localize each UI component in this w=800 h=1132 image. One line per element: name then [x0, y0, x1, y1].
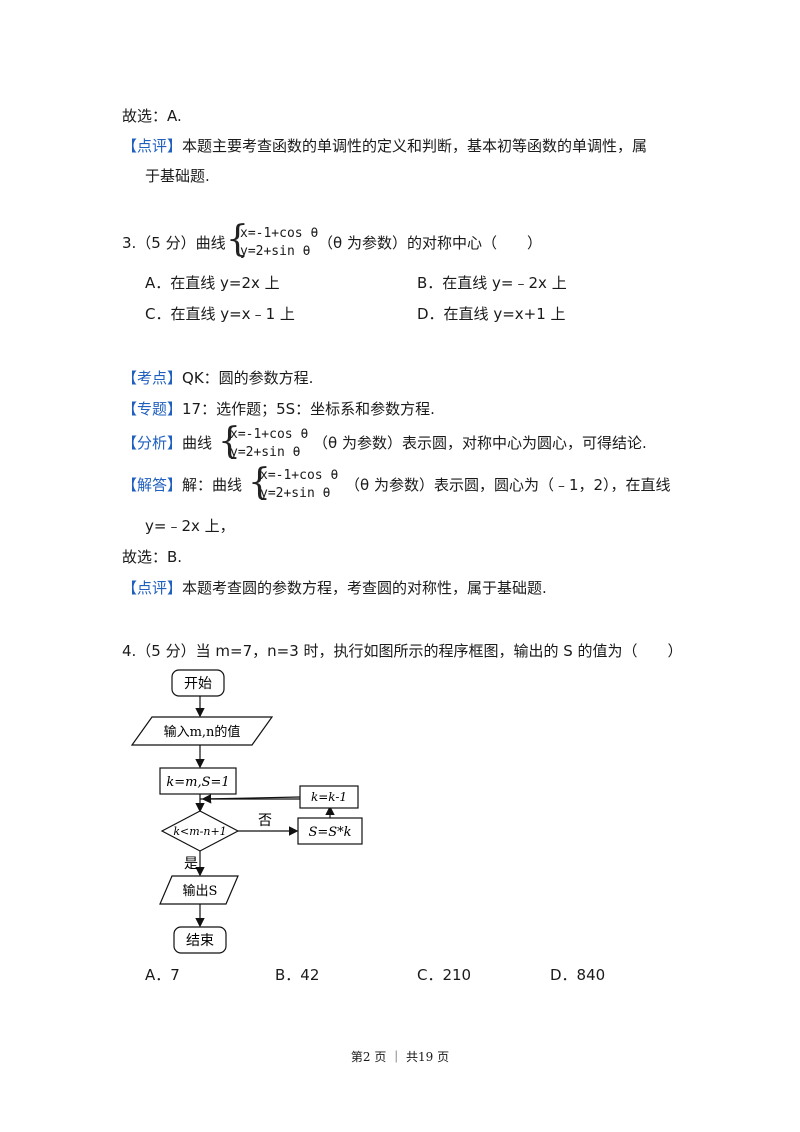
comment-tag: 【点评】 — [122, 579, 183, 597]
comment-tag: 【点评】 — [122, 137, 183, 155]
q3-option-d: D．在直线 y=x+1 上 — [417, 305, 566, 323]
q3-jieda: 【解答】解：曲线 — [122, 474, 242, 495]
equation-x: x=-1+cos θ — [230, 427, 309, 442]
q3-answer: 故选：B. — [122, 548, 183, 566]
flow-input-label: 输入m,n的值 — [164, 724, 241, 740]
kaodian-tag: 【考点】 — [122, 369, 183, 387]
flow-output-label: 输出S — [183, 883, 218, 899]
q2-answer: 故选：A. — [122, 107, 182, 125]
q4-option-b: B．42 — [275, 966, 320, 984]
flow-start-box — [171, 669, 225, 697]
jieda-tag: 【解答】 — [122, 476, 183, 494]
flow-end-box — [173, 926, 227, 954]
zhuanti-text: 17：选作题；5S：坐标系和参数方程. — [182, 400, 435, 418]
q3-option-a: A．在直线 y=2x 上 — [145, 274, 280, 292]
fenxi-tag: 【分析】 — [122, 434, 183, 452]
flow-cond-label: k<m-n+1 — [173, 825, 226, 838]
flow-arrow — [201, 794, 301, 804]
page-footer: 第2 页 ｜ 共19 页 — [350, 1050, 450, 1064]
flow-input-box — [130, 716, 274, 746]
jieda-param-system: x=-1+cos θ y=2+sin θ — [260, 467, 338, 503]
fenxi-prefix: 曲线 — [182, 434, 213, 452]
equation-y: y=2+sin θ — [260, 486, 331, 501]
q3-kaodian: 【考点】QK：圆的参数方程. — [122, 367, 313, 388]
flow-output-box — [159, 875, 239, 905]
q3-zhuanti: 【专题】17：选作题；5S：坐标系和参数方程. — [122, 398, 435, 419]
flow-start-label: 开始 — [184, 676, 212, 692]
q3-jieda-suffix: （θ 为参数）表示圆，圆心为（﹣1，2），在直线 — [345, 476, 671, 494]
equation-y: y=2+sin θ — [240, 244, 311, 259]
q3-comment: 【点评】本题考查圆的参数方程，考查圆的对称性，属于基础题. — [122, 577, 547, 598]
flow-init-label: k=m,S=1 — [166, 775, 229, 790]
equation-y: y=2+sin θ — [230, 445, 301, 460]
flow-dec-label: k=k-1 — [311, 790, 347, 804]
q4-option-c: C．210 — [417, 966, 472, 984]
flow-mult-box — [297, 817, 363, 845]
flow-no-label: 否 — [258, 813, 272, 829]
q3-option-c: C．在直线 y=x﹣1 上 — [145, 305, 295, 323]
q3-param-system: x=-1+cos θ y=2+sin θ — [240, 225, 318, 261]
flowchart: 开始 输入m,n的值 k=m,S=1 k<m-n+1 否 S=S*k k=k-1… — [130, 669, 363, 954]
zhuanti-tag: 【专题】 — [122, 400, 183, 418]
q3-stem-suffix: （θ 为参数）的对称中心（ ） — [318, 234, 542, 252]
comment-text: 本题主要考查函数的单调性的定义和判断，基本初等函数的单调性，属 — [182, 137, 648, 155]
q3-jieda-line2: y=﹣2x 上， — [145, 517, 235, 535]
flow-yes-label: 是 — [184, 856, 198, 872]
q2-comment-line2: 于基础题. — [145, 167, 210, 185]
flow-init-box — [159, 767, 237, 795]
q2-comment-line1: 【点评】本题主要考查函数的单调性的定义和判断，基本初等函数的单调性，属 — [122, 135, 647, 156]
q4-option-d: D．840 — [550, 966, 606, 984]
comment-text: 本题考查圆的参数方程，考查圆的对称性，属于基础题. — [182, 579, 547, 597]
q4-stem: 4.（5 分）当 m=7，n=3 时，执行如图所示的程序框图，输出的 S 的值为… — [122, 642, 683, 660]
q3-option-b: B．在直线 y=﹣2x 上 — [417, 274, 567, 292]
brace-symbol: { — [248, 462, 271, 503]
brace-symbol: { — [218, 421, 241, 462]
flow-mult-label: S=S*k — [308, 825, 351, 840]
equation-x: x=-1+cos θ — [240, 226, 319, 241]
q3-fenxi-suffix: （θ 为参数）表示圆，对称中心为圆心，可得结论. — [313, 434, 647, 452]
q3-fenxi: 【分析】曲线 — [122, 432, 212, 453]
flow-end-label: 结束 — [186, 933, 214, 949]
brace-symbol: { — [226, 219, 249, 260]
kaodian-text: QK：圆的参数方程. — [182, 369, 314, 387]
equation-x: x=-1+cos θ — [260, 468, 339, 483]
q3-stem-prefix: 3.（5 分）曲线 — [122, 234, 226, 252]
jieda-prefix: 解：曲线 — [182, 476, 243, 494]
fenxi-param-system: x=-1+cos θ y=2+sin θ — [230, 426, 308, 462]
q4-option-a: A．7 — [145, 966, 180, 984]
